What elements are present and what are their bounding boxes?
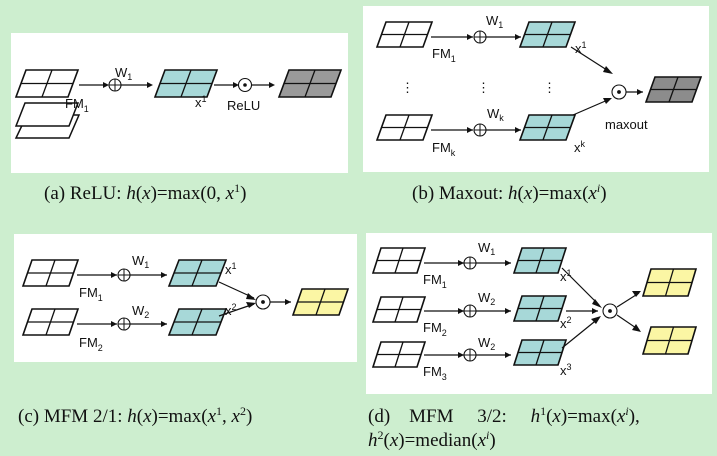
- weight-label: W2: [478, 335, 495, 352]
- fm-label: FMk: [432, 140, 456, 158]
- panel-b-diagram: ⋮ ⋮ ⋮: [375, 13, 703, 158]
- mfm-output-map-2: [641, 326, 698, 355]
- relu-output-map: [277, 69, 343, 98]
- conv-map-3: [512, 339, 568, 366]
- dot-operator-icon: [602, 303, 618, 319]
- relu-label: ReLU: [227, 98, 260, 113]
- conv-map-2: [512, 295, 568, 322]
- panel-b-maxout: ⋮ ⋮ ⋮: [363, 6, 709, 172]
- panel-a-diagram: FM1 W1 x1 ReLU: [14, 65, 343, 139]
- weight-label: W1: [132, 253, 149, 270]
- x-label: x1: [225, 261, 237, 277]
- input-map-2: [371, 296, 427, 323]
- conv-map-top: [518, 21, 577, 48]
- dot-operator-icon: [611, 84, 627, 100]
- plus-icon: [473, 30, 487, 44]
- weight-label: W1: [478, 240, 495, 257]
- plus-icon: [463, 304, 477, 318]
- x-label: x1: [195, 94, 207, 110]
- panel-c-mfm-2-1: FM1 W1 x1 FM2 W2 x2: [14, 234, 357, 362]
- plus-icon: [117, 317, 131, 331]
- x-label: x3: [560, 362, 572, 378]
- caption-a: (a) ReLU: h(x)=max(0, x1): [44, 181, 247, 204]
- conv-feature-map: [153, 69, 219, 98]
- fm-label: FM2: [79, 335, 103, 353]
- mfm-output-map-1: [641, 268, 698, 297]
- input-map-top: [375, 21, 434, 48]
- caption-c: (c) MFM 2/1: h(x)=max(x1, x2): [18, 404, 253, 427]
- ellipsis: ⋮: [543, 80, 556, 95]
- input-feature-map: [14, 102, 81, 139]
- conv-map-1: [512, 247, 568, 274]
- input-map-top: [21, 259, 80, 287]
- plus-icon: [473, 123, 487, 137]
- dot-operator-icon: [255, 294, 271, 310]
- conv-map-bottom: [518, 114, 577, 141]
- x-label: x2: [225, 302, 237, 318]
- plus-icon: [117, 268, 131, 282]
- conv-map-top: [167, 259, 228, 287]
- weight-label: W2: [478, 290, 495, 307]
- fm-label: FM3: [423, 364, 447, 382]
- input-map-1: [371, 247, 427, 274]
- panel-d-diagram: FM1 W1 x1 FM2 W2 x2 FM3 W2 x3: [371, 240, 698, 382]
- weight-label: W2: [132, 303, 149, 320]
- x-label: x1: [560, 268, 572, 284]
- weight-label: W1: [115, 65, 132, 82]
- dot-operator-icon: [237, 77, 253, 93]
- a-input: [14, 69, 80, 98]
- x-label: xk: [574, 139, 586, 155]
- fm-label: FM1: [432, 46, 456, 64]
- weight-label: W1: [486, 13, 503, 30]
- fm-label: FM1: [79, 285, 103, 303]
- panel-a-relu: FM1 W1 x1 ReLU: [11, 33, 348, 173]
- fm-label: FM2: [423, 320, 447, 338]
- ellipsis: ⋮: [477, 80, 490, 95]
- mfm-output-map: [291, 288, 350, 316]
- fm-label: FM1: [423, 272, 447, 290]
- plus-icon: [463, 348, 477, 362]
- input-map-bottom: [21, 308, 80, 336]
- caption-b: (b) Maxout: h(x)=max(xi): [412, 181, 607, 204]
- conv-map-bottom: [167, 308, 228, 336]
- caption-d: (d) MFM 3/2: h1(x)=max(xi), h2(x)=median…: [368, 404, 640, 451]
- input-map-3: [371, 341, 427, 368]
- arrowhead: [103, 82, 109, 88]
- panel-d-mfm-3-2: FM1 W1 x1 FM2 W2 x2 FM3 W2 x3: [366, 233, 712, 394]
- plus-icon: [463, 256, 477, 270]
- fm-label: FM1: [65, 96, 89, 114]
- x-label: x1: [575, 40, 587, 56]
- panel-c-diagram: FM1 W1 x1 FM2 W2 x2: [21, 253, 350, 353]
- ellipsis: ⋮: [401, 80, 414, 95]
- plus-icon: [108, 78, 122, 92]
- weight-label: Wk: [487, 106, 504, 123]
- input-map-bottom: [375, 114, 434, 141]
- x-label: x2: [560, 315, 572, 331]
- maxout-output-map: [644, 76, 703, 103]
- maxout-label: maxout: [605, 117, 648, 132]
